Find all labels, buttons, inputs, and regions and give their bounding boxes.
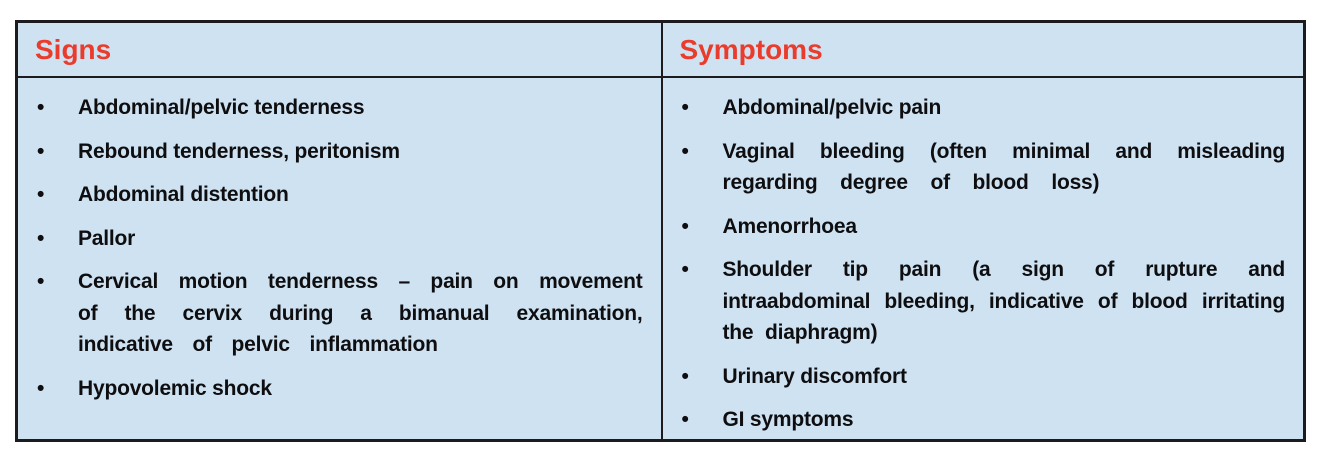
list-item: Shoulder tip pain (a sign of rupture and…: [679, 254, 1285, 349]
signs-list: Abdominal/pelvic tenderness Rebound tend…: [18, 78, 661, 439]
signs-header-cell: Signs: [18, 23, 661, 78]
signs-column: Signs Abdominal/pelvic tenderness Reboun…: [18, 23, 661, 439]
signs-symptoms-table: Signs Abdominal/pelvic tenderness Reboun…: [15, 20, 1306, 442]
list-item: Hypovolemic shock: [34, 373, 643, 405]
list-item: Abdominal distention: [34, 179, 643, 211]
symptoms-header-cell: Symptoms: [662, 23, 1303, 78]
list-item: Amenorrhoea: [679, 211, 1286, 243]
symptoms-column: Symptoms Abdominal/pelvic pain Vaginal b…: [660, 23, 1303, 439]
list-item: Pallor: [34, 223, 643, 255]
list-item: Abdominal/pelvic pain: [679, 92, 1286, 124]
list-item: Rebound tenderness, peritonism: [34, 136, 643, 168]
symptoms-header-label: Symptoms: [679, 33, 823, 65]
signs-header-label: Signs: [35, 33, 112, 65]
list-item: Urinary discomfort: [679, 361, 1286, 393]
list-item: Abdominal/pelvic tenderness: [34, 92, 643, 124]
list-item: GI symptoms: [679, 404, 1286, 436]
symptoms-list: Abdominal/pelvic pain Vaginal bleeding (…: [663, 78, 1304, 446]
list-item: Cervical motion tenderness – pain on mov…: [34, 266, 643, 361]
list-item: Vaginal bleeding (often minimal and misl…: [679, 136, 1285, 199]
